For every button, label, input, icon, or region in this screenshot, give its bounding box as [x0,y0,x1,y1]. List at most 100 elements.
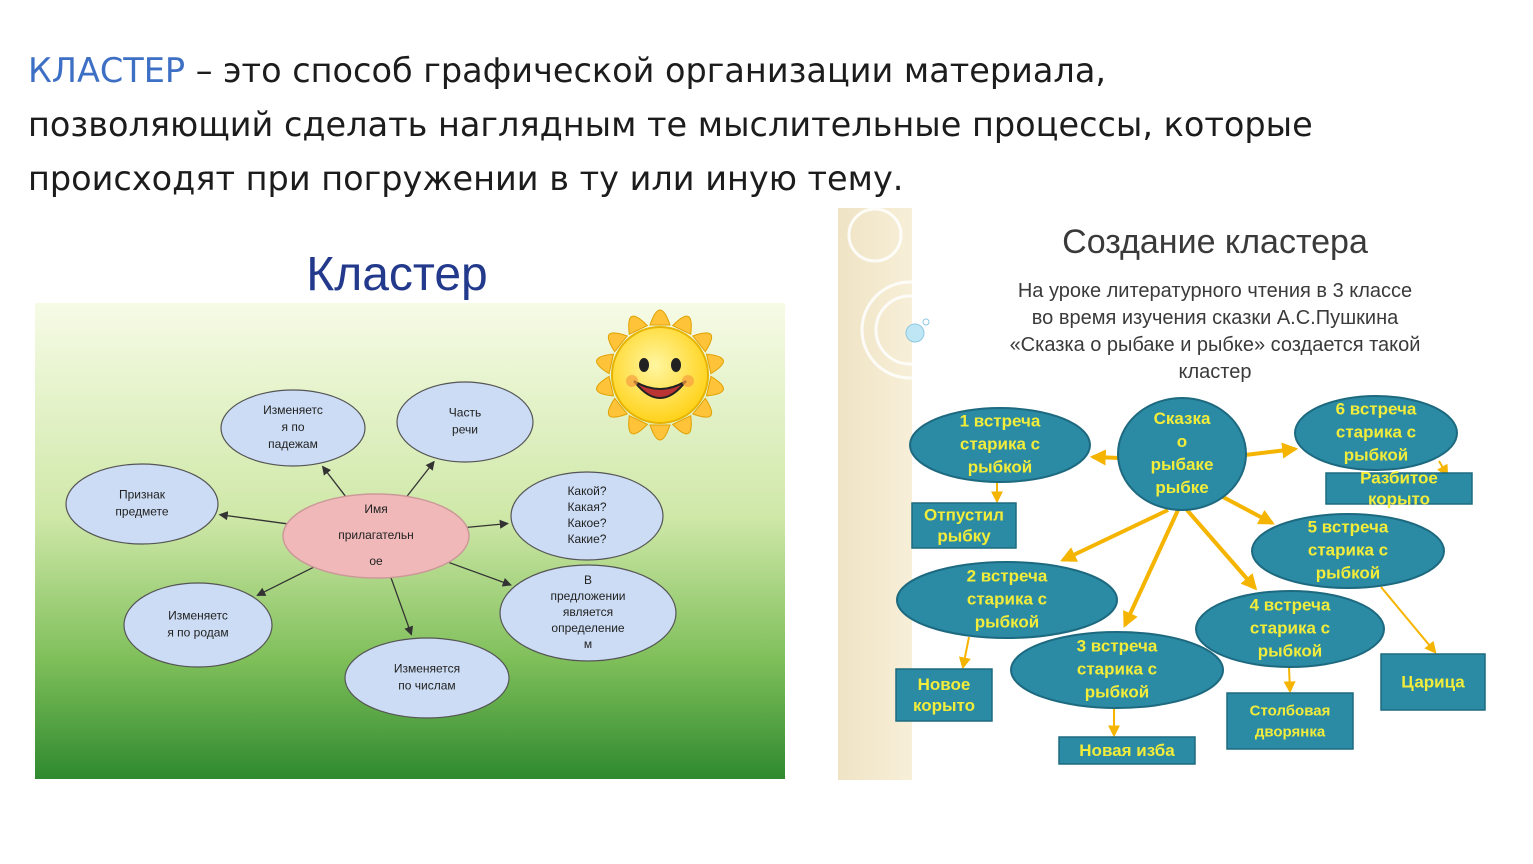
definition-line-1: КЛАСТЕР – это способ графической организ… [28,44,1508,98]
decorative-circles [847,207,960,380]
main-arrow-4 [1123,509,1180,628]
meeting-m1 [909,407,1091,483]
subtitle-line: На уроке литературного чтения в 3 классе [1018,280,1412,302]
node-sentence-line: определение [551,621,625,635]
result-r1-line: Отпустил [924,505,1004,524]
meeting-m1-line: рыбкой [968,457,1033,476]
result-r3-line: Новая изба [1079,741,1175,760]
node-questions-line: Какая? [567,500,606,514]
meeting-m1-line: 1 встреча [960,411,1041,430]
result-r6-line: корыто [1368,489,1430,508]
result-r2 [895,668,993,722]
meeting-m5 [1251,513,1445,589]
node-pos [396,381,534,463]
center-node-adjective [282,493,470,579]
subtitle-line: кластер [1179,361,1252,383]
meeting-m4-line: 4 встреча [1250,595,1331,614]
arrow-to-pos [406,460,435,497]
result-r6 [1325,472,1473,505]
definition-line-2: позволяющий сделать наглядным те мыслите… [28,105,1313,144]
meeting-m2-line: рыбкой [975,612,1040,631]
meeting-m4-line: старика с [1250,618,1330,637]
node-questions-line: Какое? [567,516,606,530]
meeting-m3-line: рыбкой [1085,682,1150,701]
right-arrows [958,442,1449,738]
node-genders-line: Изменяетс [168,609,228,623]
meeting-m6-line: старика с [1336,422,1416,441]
meeting-m5-line: 5 встреча [1308,517,1389,536]
right-subtitle: На уроке литературного чтения в 3 классе… [1010,280,1421,383]
center-node-line: рыбаке [1151,455,1214,474]
node-sentence [499,564,677,662]
meeting-m6-line: рыбкой [1344,445,1409,464]
node-pos-line: Часть [449,406,481,420]
result-r2-line: корыто [913,696,975,715]
node-sentence-line: м [584,637,592,651]
node-numbers-line: по числам [398,679,455,693]
subtitle-line: во время изучения сказки А.С.Пушкина [1032,307,1399,329]
node-numbers-line: Изменяется [394,662,460,676]
result-r3 [1058,736,1196,765]
meeting-m2-line: 2 встреча [967,566,1048,585]
node-genders [123,582,273,668]
sun-icon [596,309,724,441]
node-questions-line: Какой? [567,484,606,498]
definition-line-3: происходят при погружении в ту или иную … [28,159,904,198]
node-sign-line: предмете [115,505,168,519]
meeting-m5-line: рыбкой [1316,563,1381,582]
node-sentence-line: В [584,573,592,587]
arrow-to-numbers [390,577,414,636]
result-r5 [1380,653,1486,711]
result-r1-line: рыбку [937,526,991,545]
node-sentence-line: предложении [551,589,626,603]
meeting-m4-line: рыбкой [1258,641,1323,660]
node-cases-line: падежам [268,437,318,451]
node-cases [220,389,366,467]
arrow-to-questions [466,519,509,529]
arrow-to-cases [321,465,347,497]
meeting-m2-line: старика с [967,589,1047,608]
left-arrows [218,460,512,636]
meeting-m6 [1294,395,1458,471]
result-r1 [911,502,1017,549]
node-sign [65,463,219,545]
main-arrow-6 [1222,495,1275,525]
result-r4-line: дворянка [1255,723,1326,740]
subtitle-line: «Сказка о рыбаке и рыбке» создается тако… [1010,334,1421,356]
result-arrow-2 [958,636,971,670]
meeting-m3 [1010,631,1224,709]
node-sentence-line: является [563,605,613,619]
meeting-m3-line: 3 встреча [1077,636,1158,655]
definition-text: КЛАСТЕР – это способ графической организ… [28,44,1508,206]
node-pos-line: речи [452,423,478,437]
arrow-to-sign [218,511,288,525]
meeting-m6-line: 6 встреча [1336,399,1417,418]
node-questions-line: Какие? [568,532,607,546]
result-arrow-5 [1380,586,1437,654]
right-cluster-diagram: Создание кластера На уроке литературного… [838,207,1486,780]
node-cases-line: Изменяетс [263,403,323,417]
node-questions [510,471,664,561]
bubble-icon [905,323,925,343]
meeting-m2 [896,561,1118,639]
center-node-line: рыбке [1155,478,1208,497]
left-title: Кластер [306,248,488,301]
result-r2-line: Новое [918,675,971,694]
result-r4 [1226,692,1354,750]
center-node-fairy-tale [1117,397,1247,511]
center-node-line: ое [369,554,383,568]
result-r4-line: Столбовая [1250,702,1331,719]
arrow-to-genders [256,566,314,597]
center-node-line: Имя [364,502,387,516]
main-arrow-1 [1089,449,1121,466]
result-r5-line: Царица [1401,672,1465,691]
term-klaster: КЛАСТЕР [28,51,186,90]
node-sign-line: Признак [119,488,166,502]
arrow-to-sentence [448,561,512,587]
small-bubble-icon [922,318,930,326]
result-arrow-4 [1283,666,1296,694]
center-node-line: прилагательн [338,528,414,542]
